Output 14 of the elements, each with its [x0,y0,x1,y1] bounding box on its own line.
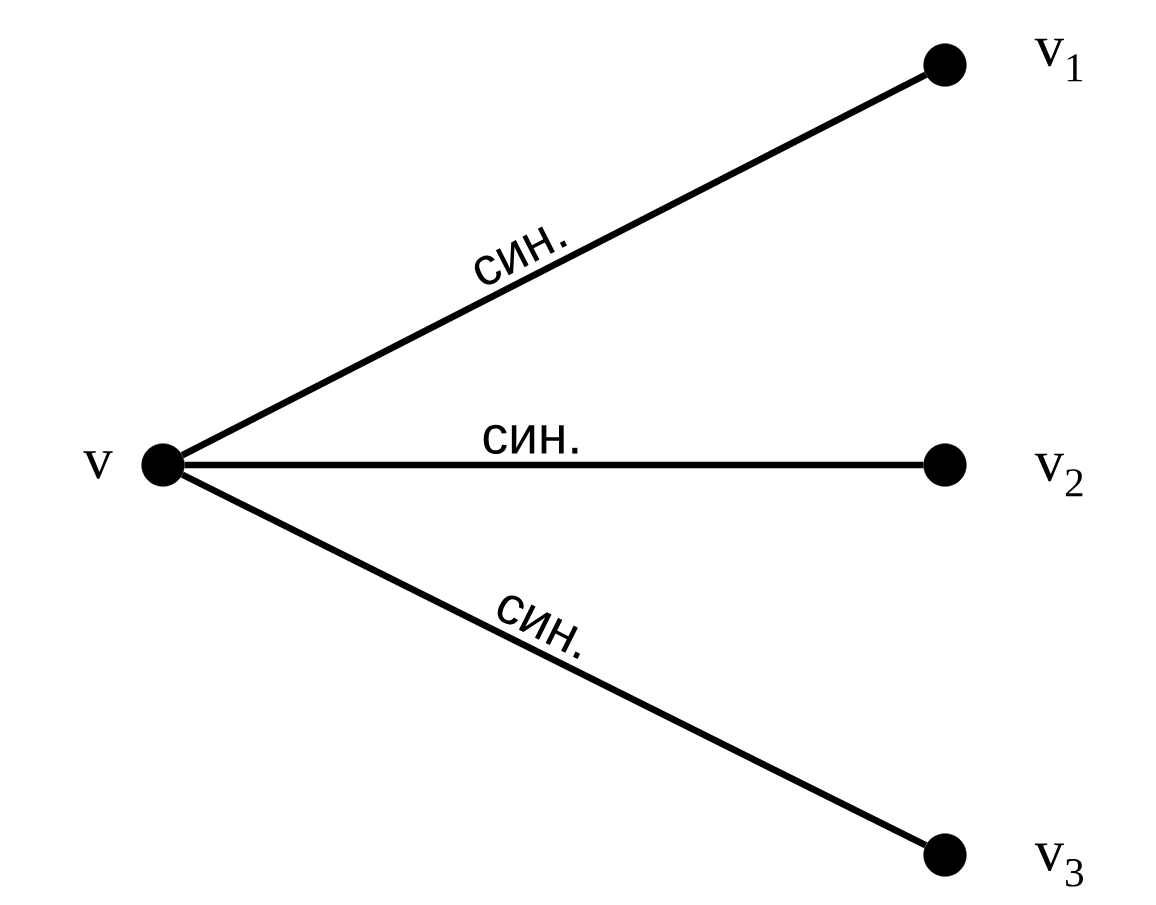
edge-label: син. [497,595,581,659]
vertex-label: v$_{1}$ [1034,38,1083,82]
edge-label: син. [474,226,567,285]
connector-line [180,71,928,459]
vertex-dot [923,443,967,487]
vertex-label: v$_{2}$ [1034,453,1083,497]
vertex-dot [923,43,967,87]
vertex-dot [923,833,967,877]
vertex-dot [141,443,185,487]
connector-line [184,461,924,469]
vertex-label: v [83,451,113,479]
edge-label: син. [483,424,578,455]
vertex-label: v$_{3}$ [1034,843,1083,887]
connector-line [180,471,928,849]
